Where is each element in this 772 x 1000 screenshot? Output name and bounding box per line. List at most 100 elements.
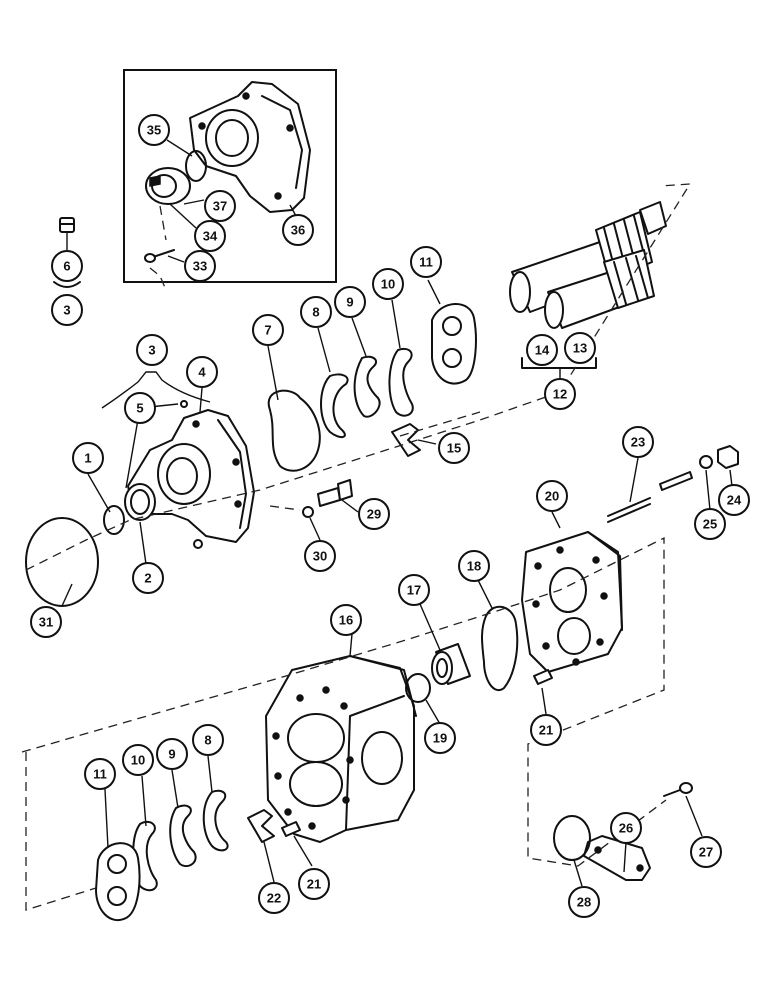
wear-plate-top-9 bbox=[353, 355, 381, 418]
svg-text:25: 25 bbox=[703, 517, 717, 532]
svg-text:12: 12 bbox=[553, 387, 567, 402]
svg-text:27: 27 bbox=[699, 845, 713, 860]
svg-text:24: 24 bbox=[727, 493, 742, 508]
snap-ring bbox=[103, 505, 125, 535]
callout-33: 33 bbox=[184, 250, 216, 282]
large-o-ring bbox=[25, 517, 99, 607]
hex-nut bbox=[717, 445, 739, 469]
callout-29: 29 bbox=[358, 498, 390, 530]
svg-text:22: 22 bbox=[267, 891, 281, 906]
shim-lower bbox=[247, 809, 275, 843]
callout-6: 6 bbox=[51, 250, 83, 282]
inset-frame bbox=[123, 69, 337, 283]
port-o-ring bbox=[553, 815, 591, 861]
svg-text:15: 15 bbox=[447, 441, 461, 456]
svg-text:34: 34 bbox=[203, 229, 218, 244]
inset-screw bbox=[144, 249, 175, 263]
svg-text:21: 21 bbox=[539, 723, 553, 738]
svg-text:35: 35 bbox=[147, 123, 161, 138]
svg-text:19: 19 bbox=[433, 731, 447, 746]
callout-8-upper: 8 bbox=[300, 296, 332, 328]
callout-27: 27 bbox=[690, 836, 722, 868]
callout-5: 5 bbox=[124, 392, 156, 424]
callout-21-cover: 21 bbox=[530, 714, 562, 746]
bearing-plate-top bbox=[431, 303, 477, 385]
callout-35: 35 bbox=[138, 114, 170, 146]
callout-9-upper: 9 bbox=[334, 286, 366, 318]
cap-screw bbox=[317, 479, 353, 507]
callout-8-lower: 8 bbox=[192, 724, 224, 756]
inset-shaft-seal bbox=[145, 167, 191, 205]
svg-text:18: 18 bbox=[467, 559, 481, 574]
callout-3-upper: 3 bbox=[51, 294, 83, 326]
mounting-flange bbox=[127, 409, 255, 543]
svg-text:9: 9 bbox=[346, 295, 353, 310]
inset-seal-ring bbox=[185, 150, 207, 182]
svg-text:5: 5 bbox=[136, 401, 143, 416]
callout-23: 23 bbox=[622, 426, 654, 458]
svg-text:36: 36 bbox=[291, 223, 305, 238]
port-cover-plate bbox=[583, 835, 651, 881]
dowel-pin-body bbox=[281, 821, 301, 837]
body-o-ring bbox=[405, 673, 431, 703]
wear-plate-top-10 bbox=[388, 348, 414, 417]
svg-text:11: 11 bbox=[419, 255, 433, 270]
lock-washer bbox=[699, 455, 713, 469]
callout-7: 7 bbox=[252, 314, 284, 346]
callout-11-lower: 11 bbox=[84, 758, 116, 790]
callout-21-body: 21 bbox=[298, 868, 330, 900]
callout-26: 26 bbox=[610, 812, 642, 844]
svg-text:17: 17 bbox=[407, 583, 421, 598]
callout-28: 28 bbox=[568, 886, 600, 918]
end-cover bbox=[521, 531, 623, 673]
driven-gear-shaft bbox=[544, 249, 655, 329]
callout-10-lower: 10 bbox=[122, 744, 154, 776]
callout-10-upper: 10 bbox=[372, 268, 404, 300]
wear-plate-lower-8 bbox=[202, 789, 229, 852]
stud-bolts bbox=[607, 471, 693, 523]
plug bbox=[59, 217, 75, 233]
lip-seal bbox=[124, 483, 156, 521]
ball-lower bbox=[193, 539, 203, 549]
callout-16: 16 bbox=[330, 604, 362, 636]
svg-text:33: 33 bbox=[193, 259, 207, 274]
callout-3-lower: 3 bbox=[136, 334, 168, 366]
svg-text:2: 2 bbox=[144, 571, 151, 586]
callout-37: 37 bbox=[204, 190, 236, 222]
callout-31: 31 bbox=[30, 606, 62, 638]
svg-text:10: 10 bbox=[381, 277, 395, 292]
callout-22: 22 bbox=[258, 882, 290, 914]
svg-text:30: 30 bbox=[313, 549, 327, 564]
callout-11-upper: 11 bbox=[410, 246, 442, 278]
callout-18: 18 bbox=[458, 550, 490, 582]
svg-text:11: 11 bbox=[93, 767, 107, 782]
svg-text:3: 3 bbox=[63, 303, 70, 318]
callout-14: 14 bbox=[526, 334, 558, 366]
bearing-plate-lower bbox=[95, 842, 141, 921]
svg-text:7: 7 bbox=[264, 323, 271, 338]
ball bbox=[180, 400, 188, 408]
callout-1: 1 bbox=[72, 442, 104, 474]
svg-text:26: 26 bbox=[619, 821, 633, 836]
svg-text:20: 20 bbox=[545, 489, 559, 504]
callout-36: 36 bbox=[282, 214, 314, 246]
needle-bearing bbox=[431, 643, 471, 685]
svg-text:4: 4 bbox=[198, 365, 206, 380]
callout-12: 12 bbox=[544, 378, 576, 410]
svg-text:21: 21 bbox=[307, 877, 321, 892]
washer bbox=[302, 506, 314, 518]
callout-20: 20 bbox=[536, 480, 568, 512]
callout-2: 2 bbox=[132, 562, 164, 594]
callout-13: 13 bbox=[564, 332, 596, 364]
svg-text:8: 8 bbox=[204, 733, 211, 748]
callout-17: 17 bbox=[398, 574, 430, 606]
callout-24: 24 bbox=[718, 484, 750, 516]
callout-4: 4 bbox=[186, 356, 218, 388]
callout-19: 19 bbox=[424, 722, 456, 754]
svg-text:28: 28 bbox=[577, 895, 591, 910]
callout-30: 30 bbox=[304, 540, 336, 572]
svg-text:3: 3 bbox=[148, 343, 155, 358]
dowel-pin-cover bbox=[533, 669, 553, 685]
svg-text:6: 6 bbox=[63, 259, 70, 274]
svg-text:23: 23 bbox=[631, 435, 645, 450]
